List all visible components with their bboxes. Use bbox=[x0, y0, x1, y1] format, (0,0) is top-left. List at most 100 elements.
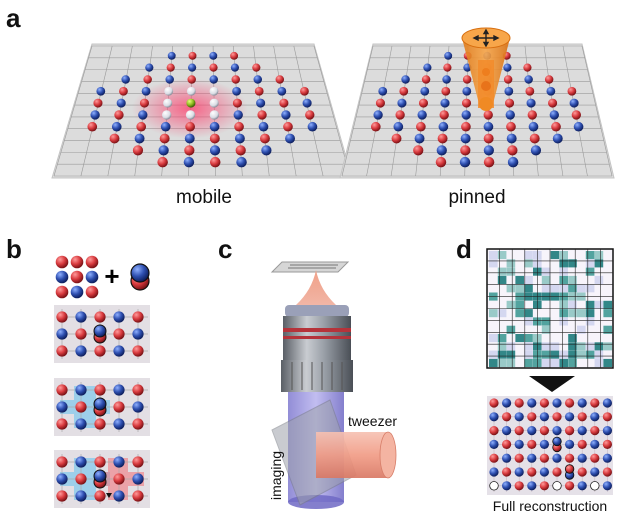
blue-atom bbox=[503, 63, 512, 72]
signal-pixel bbox=[577, 309, 586, 318]
signal-pixel bbox=[541, 342, 551, 351]
signal-pixel bbox=[506, 358, 516, 367]
red-atom bbox=[209, 63, 218, 72]
green-atom bbox=[186, 98, 196, 108]
signal-pixel bbox=[489, 350, 498, 359]
red-atom bbox=[75, 401, 87, 413]
blue-atom bbox=[75, 490, 87, 502]
blue-atom bbox=[167, 51, 176, 60]
red-atom bbox=[435, 156, 447, 168]
blue-atom bbox=[113, 456, 125, 468]
signal-pixel bbox=[550, 284, 560, 293]
blue-atom bbox=[132, 401, 144, 413]
signal-pixel bbox=[603, 309, 612, 318]
blue-atom bbox=[552, 398, 562, 408]
red-atom bbox=[460, 145, 471, 156]
signal-pixel bbox=[568, 350, 577, 359]
red-atom bbox=[602, 439, 613, 449]
signal-pixel bbox=[603, 358, 612, 367]
red-atom bbox=[483, 110, 493, 120]
blue-atom bbox=[602, 481, 613, 491]
red-atom bbox=[75, 328, 87, 340]
red-atom bbox=[577, 412, 587, 422]
blue-atom bbox=[277, 86, 287, 96]
blue-atom bbox=[145, 63, 154, 72]
blue-atom bbox=[232, 86, 241, 96]
doublon-blue bbox=[93, 324, 107, 338]
red-atom bbox=[539, 481, 550, 491]
blue-atom bbox=[233, 110, 243, 120]
excitation-glow bbox=[131, 78, 248, 139]
blue-atom bbox=[111, 121, 122, 132]
blue-atom bbox=[461, 110, 471, 120]
caption-full-reconstruction: Full reconstruction bbox=[493, 498, 607, 514]
white-atom bbox=[164, 86, 174, 96]
red-atom bbox=[132, 490, 144, 502]
red-atom bbox=[571, 110, 582, 120]
white-atom bbox=[185, 110, 196, 120]
red-atom bbox=[590, 453, 600, 463]
red-atom bbox=[184, 145, 195, 156]
white-atom bbox=[162, 110, 172, 120]
red-atom bbox=[565, 426, 575, 436]
red-atom bbox=[232, 98, 242, 108]
lattice-pinned bbox=[339, 27, 615, 179]
red-atom bbox=[525, 86, 535, 96]
signal-pixel bbox=[550, 358, 560, 367]
red-atom bbox=[577, 467, 587, 477]
blue-atom bbox=[502, 481, 512, 491]
signal-pixel bbox=[559, 259, 568, 268]
blue-atom bbox=[442, 75, 451, 84]
red-atom bbox=[421, 75, 431, 84]
signal-pixel bbox=[506, 284, 516, 293]
empty-site bbox=[489, 481, 499, 491]
white-atom bbox=[163, 98, 173, 108]
blue-atom bbox=[113, 490, 125, 502]
signal-pixel bbox=[524, 334, 533, 343]
blue-atom bbox=[236, 156, 247, 168]
red-atom bbox=[507, 145, 518, 156]
blue-atom bbox=[183, 156, 195, 168]
white-atom bbox=[209, 110, 220, 120]
signal-pixel bbox=[559, 300, 568, 309]
red-atom bbox=[439, 110, 449, 120]
red-atom bbox=[94, 490, 106, 502]
blue-atom bbox=[549, 110, 559, 120]
signal-pixel bbox=[568, 309, 577, 318]
signal-pixel bbox=[568, 358, 577, 367]
signal-pixel bbox=[577, 350, 586, 359]
red-atom bbox=[489, 426, 499, 436]
red-atom bbox=[552, 467, 562, 477]
signal-pixel bbox=[541, 267, 551, 276]
blue-atom bbox=[483, 121, 494, 132]
red-atom bbox=[166, 63, 175, 72]
blue-atom bbox=[55, 270, 69, 284]
blue-atom bbox=[506, 133, 517, 144]
blue-atom bbox=[524, 75, 533, 84]
blue-atom bbox=[134, 133, 145, 144]
blue-atom bbox=[590, 467, 600, 477]
signal-pixel bbox=[594, 342, 604, 351]
red-atom bbox=[441, 86, 451, 96]
signal-pixel bbox=[568, 275, 577, 284]
blue-atom bbox=[514, 439, 524, 449]
red-atom bbox=[461, 98, 472, 108]
blue-atom bbox=[577, 398, 587, 408]
signal-pixel bbox=[497, 350, 507, 359]
red-atom bbox=[55, 255, 69, 269]
red-atom bbox=[132, 345, 144, 357]
lattice-box-3 bbox=[54, 450, 150, 508]
signal-pixel bbox=[515, 275, 524, 284]
blue-atom bbox=[438, 121, 449, 132]
plus-sign: + bbox=[104, 261, 119, 291]
blue-atom bbox=[230, 63, 240, 72]
red-atom bbox=[259, 133, 270, 144]
signal-pixel bbox=[594, 350, 604, 359]
signal-pixel bbox=[497, 251, 507, 260]
blue-atom bbox=[281, 110, 291, 120]
lattice-box-2 bbox=[54, 378, 150, 436]
red-atom bbox=[370, 121, 381, 132]
red-atom bbox=[502, 467, 512, 477]
signal-pixel bbox=[524, 259, 533, 268]
red-atom bbox=[399, 86, 409, 96]
